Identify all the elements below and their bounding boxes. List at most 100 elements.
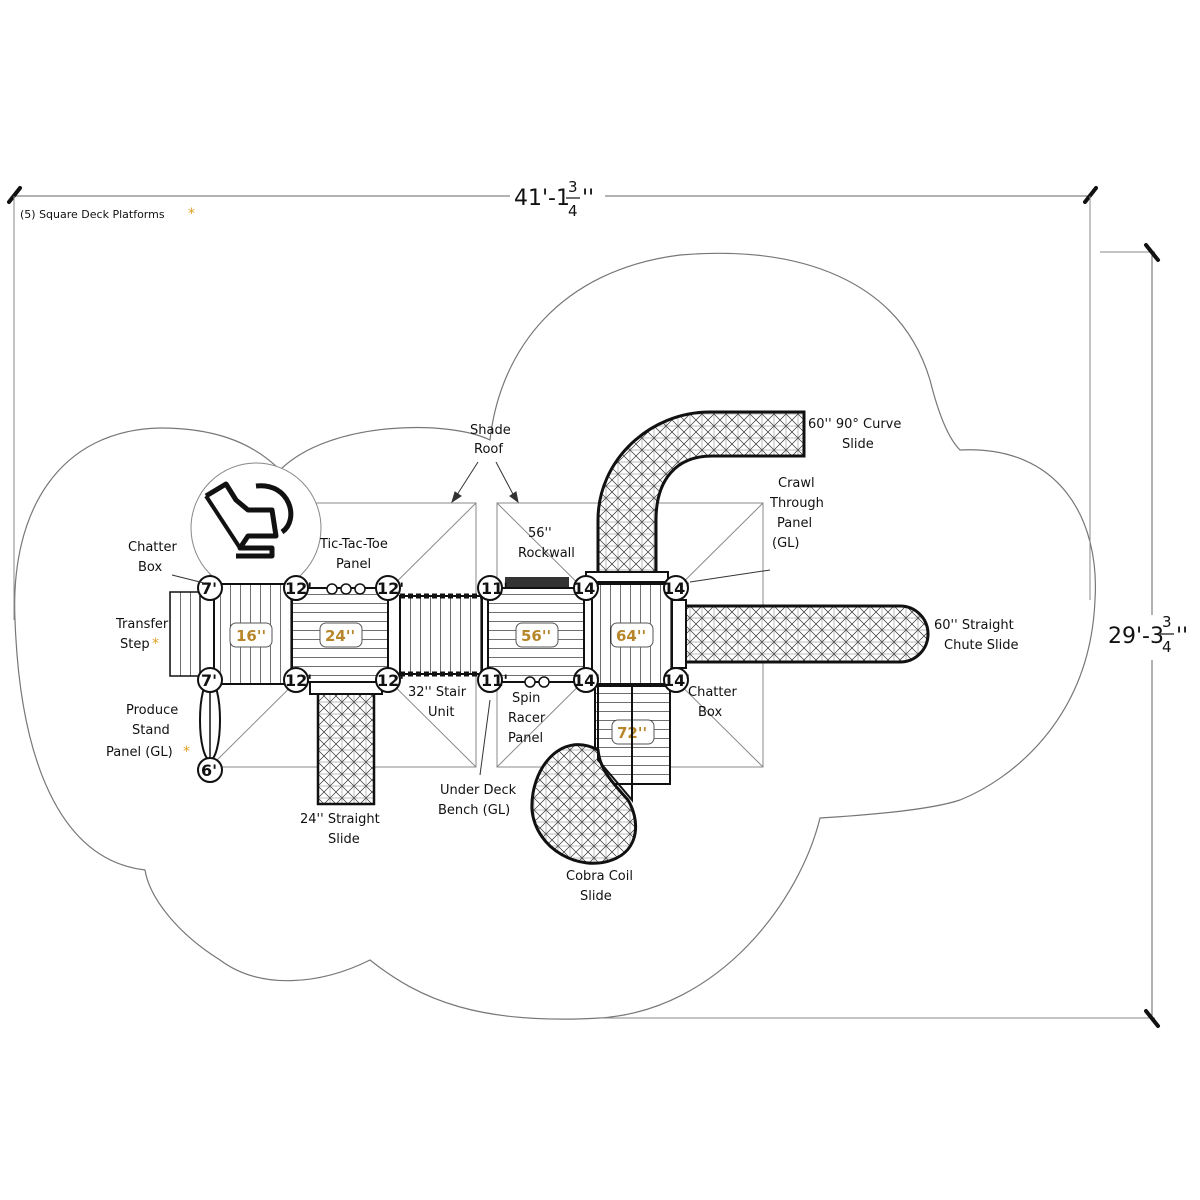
svg-text:14': 14' [663, 671, 690, 690]
svg-text:Through: Through [769, 496, 824, 511]
svg-text:12': 12' [285, 671, 312, 690]
label-under-deck-bench: Under Deck Bench (GL) [438, 783, 517, 818]
post: 7' [197, 667, 223, 693]
deck-height-24: 24'' [325, 627, 355, 645]
svg-text:11': 11' [481, 579, 508, 598]
straight-chute-slide [671, 599, 930, 669]
width-label: 41'-1 [514, 186, 570, 211]
svg-text:Produce: Produce [126, 703, 178, 718]
svg-text:Panel: Panel [508, 731, 543, 746]
dimension-width: 41'-1 3 4 '' [7, 178, 1098, 620]
svg-text:14': 14' [663, 579, 690, 598]
svg-text:32'' Stair: 32'' Stair [408, 685, 467, 700]
svg-text:Roof: Roof [474, 442, 503, 457]
svg-text:Panel: Panel [336, 557, 371, 572]
deck-56: 56'' [487, 577, 585, 683]
svg-text:Rockwall: Rockwall [518, 546, 575, 561]
svg-text:Unit: Unit [428, 705, 454, 720]
post: 7' [197, 575, 223, 601]
svg-text:Under Deck: Under Deck [440, 783, 517, 798]
svg-text:Tic-Tac-Toe: Tic-Tac-Toe [319, 537, 388, 552]
use-zone-outline [14, 252, 1097, 1020]
cobra-coil-slide [530, 684, 638, 865]
deck-24: 24'' [291, 587, 389, 683]
post: 11' [477, 667, 508, 693]
svg-text:Step: Step [120, 637, 150, 652]
leaders [171, 461, 771, 776]
label-shade-roof: Shade Roof [470, 423, 511, 457]
svg-text:Chatter: Chatter [688, 685, 737, 700]
svg-text:24'' Straight: 24'' Straight [300, 812, 380, 827]
svg-text:Spin: Spin [512, 691, 540, 706]
svg-text:56'': 56'' [528, 526, 552, 541]
width-inch-mark: '' [582, 186, 594, 211]
height-label: 29'-3 [1108, 624, 1164, 649]
svg-text:Chatter: Chatter [128, 540, 177, 555]
svg-text:Cobra Coil: Cobra Coil [566, 869, 633, 884]
svg-text:Box: Box [698, 705, 722, 720]
label-straight-chute: 60'' Straight Chute Slide [934, 618, 1019, 653]
svg-text:12': 12' [377, 671, 404, 690]
wheelchair-icon [190, 462, 322, 594]
platform-note-asterisk: * [188, 206, 195, 222]
label-tic-tac-toe: Tic-Tac-Toe Panel [319, 537, 388, 572]
svg-text:Stand: Stand [132, 723, 170, 738]
post: 14' [573, 667, 600, 693]
post: 6' [197, 757, 223, 783]
spin-racer-panel [524, 676, 550, 688]
height-fraction-den: 4 [1162, 638, 1172, 656]
svg-text:7': 7' [201, 579, 217, 598]
label-crawl-panel: Crawl Through Panel (GL) [769, 476, 824, 551]
svg-text:12': 12' [377, 579, 404, 598]
transfer-step-asterisk: * [152, 636, 159, 652]
svg-text:14': 14' [573, 579, 600, 598]
stair-unit [399, 593, 483, 677]
svg-text:Transfer: Transfer [115, 617, 169, 632]
svg-text:14': 14' [573, 671, 600, 690]
post: 14' [663, 667, 690, 693]
height-inch-mark: '' [1176, 624, 1188, 649]
label-spin-racer: Spin Racer Panel [508, 691, 546, 746]
svg-text:Slide: Slide [580, 889, 612, 904]
curve-slide-90 [585, 410, 806, 583]
deck-16: 16'' [213, 583, 293, 685]
post: 14' [663, 575, 690, 601]
svg-text:11': 11' [481, 671, 508, 690]
label-chatter-box-left: Chatter Box [128, 540, 177, 575]
platform-note: (5) Square Deck Platforms [20, 208, 165, 221]
svg-text:Slide: Slide [328, 832, 360, 847]
label-stair-unit: 32'' Stair Unit [408, 685, 467, 720]
label-cobra-coil: Cobra Coil Slide [566, 869, 633, 904]
svg-text:Slide: Slide [842, 437, 874, 452]
svg-text:7': 7' [201, 671, 217, 690]
deck-height-56: 56'' [521, 627, 551, 645]
svg-text:Panel: Panel [777, 516, 812, 531]
svg-text:Crawl: Crawl [778, 476, 815, 491]
height-fraction-num: 3 [1162, 613, 1172, 631]
tic-tac-toe-panel [326, 583, 366, 595]
svg-text:6': 6' [201, 761, 217, 780]
svg-text:(GL): (GL) [772, 536, 799, 551]
deck-height-64: 64'' [616, 627, 646, 645]
deck-height-16: 16'' [236, 627, 266, 645]
label-produce-panel: Produce Stand Panel (GL) * [106, 703, 190, 760]
post: 12' [375, 575, 404, 601]
svg-text:60'' Straight: 60'' Straight [934, 618, 1014, 633]
label-chatter-box-right: Chatter Box [688, 685, 737, 720]
post: 14' [573, 575, 600, 601]
svg-text:Shade: Shade [470, 423, 511, 438]
post: 12' [283, 667, 312, 693]
post: 12' [375, 667, 404, 693]
svg-text:Panel (GL): Panel (GL) [106, 745, 173, 760]
label-rockwall: 56'' Rockwall [518, 526, 575, 561]
svg-text:Box: Box [138, 560, 162, 575]
svg-text:Racer: Racer [508, 711, 546, 726]
dimension-height: 29'-3 3 4 '' [600, 243, 1200, 1028]
deck-64: 64'' [591, 583, 673, 685]
svg-text:Bench (GL): Bench (GL) [438, 803, 510, 818]
svg-text:Chute Slide: Chute Slide [944, 638, 1019, 653]
straight-slide-24 [309, 681, 383, 806]
post: 11' [477, 575, 508, 601]
svg-text:60'' 90° Curve: 60'' 90° Curve [808, 417, 901, 432]
